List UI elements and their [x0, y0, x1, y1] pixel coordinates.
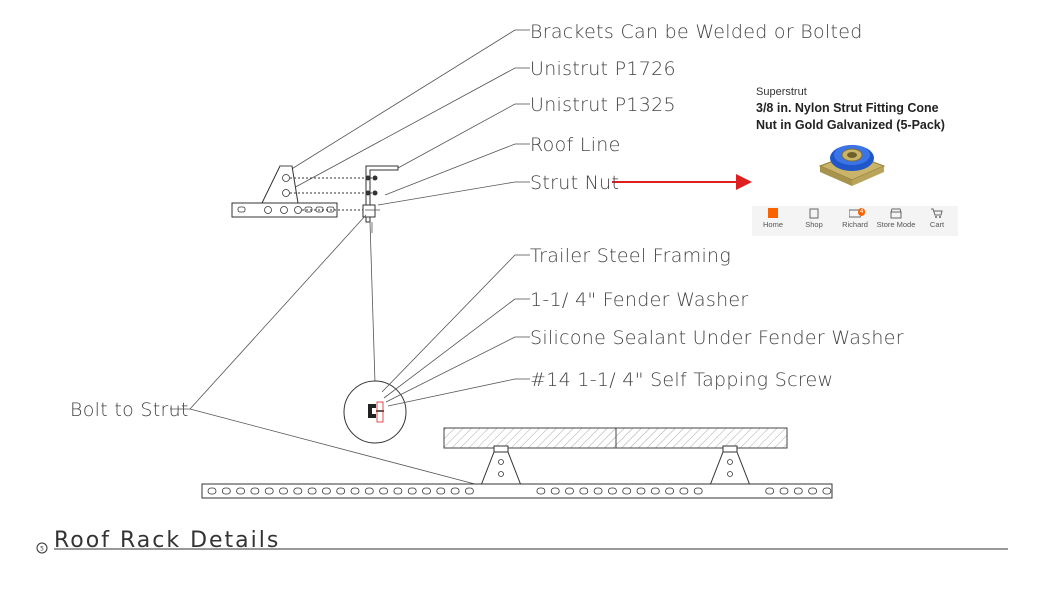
- strut-slot: [622, 487, 632, 495]
- long-strut-channel: [201, 483, 833, 499]
- strut-slot: [407, 487, 417, 495]
- strut-slots: [237, 206, 335, 213]
- trailer-framing-beam: [443, 427, 788, 449]
- nav-shop[interactable]: Shop: [793, 208, 835, 229]
- label-fender-washer: 1-1/ 4" Fender Washer: [530, 289, 749, 311]
- cart-badge: 4: [858, 208, 866, 216]
- strut-slot: [808, 487, 817, 495]
- detail-number: 5: [40, 546, 44, 553]
- strut-slot: [207, 487, 217, 495]
- cart-icon: [931, 208, 943, 218]
- strut-slot: [608, 487, 617, 495]
- label-screw: #14 1-1/ 4" Self Tapping Screw: [530, 369, 833, 391]
- cone-nut-image: [818, 145, 886, 186]
- leader-lines-upper: [289, 29, 530, 206]
- strut-slot: [393, 487, 403, 495]
- strut-slot: [264, 487, 274, 495]
- strut-slot: [250, 487, 260, 495]
- strut-slot: [464, 487, 474, 495]
- strut-slot: [364, 487, 374, 495]
- bolt-to-strut-leaders: [170, 214, 491, 489]
- label-bolt-to-strut: Bolt to Strut: [70, 399, 189, 421]
- store-icon: [890, 208, 902, 219]
- pro-icon: [849, 209, 861, 218]
- strut-slot: [550, 487, 560, 495]
- strut-slot: [379, 487, 389, 495]
- nav-cart[interactable]: Cart: [916, 208, 958, 229]
- strut-slot: [422, 487, 431, 495]
- screw-detail-circle: [343, 380, 407, 444]
- strut-slot: [779, 487, 789, 495]
- bottom-nav: Home Shop 4 Richard Store Mode Cart: [752, 206, 958, 236]
- home-depot-logo-icon: [768, 208, 778, 218]
- shop-icon: [809, 208, 819, 219]
- strut-slot: [350, 487, 360, 495]
- label-trailer-framing: Trailer Steel Framing: [530, 245, 731, 267]
- strut-slot: [336, 487, 346, 495]
- product-title[interactable]: 3/8 in. Nylon Strut Fitting Cone Nut in …: [756, 101, 945, 132]
- strut-slot: [693, 487, 703, 495]
- strut-slot: [650, 487, 660, 495]
- strut-slot: [565, 487, 574, 495]
- strut-slot: [665, 487, 674, 495]
- strut-slot: [279, 487, 288, 495]
- callout-labels: Brackets Can be Welded or Bolted Unistru…: [70, 21, 904, 421]
- strut-slot: [822, 487, 832, 495]
- label-brackets: Brackets Can be Welded or Bolted: [530, 21, 863, 43]
- label-sealant: Silicone Sealant Under Fender Washer: [530, 327, 904, 349]
- nav-store-mode[interactable]: Store Mode: [875, 208, 917, 229]
- product-card[interactable]: Superstrut 3/8 in. Nylon Strut Fitting C…: [752, 80, 958, 236]
- nav-home[interactable]: Home: [752, 208, 794, 229]
- strut-slot: [636, 487, 646, 495]
- strut-slot: [579, 487, 589, 495]
- nav-richard[interactable]: 4 Richard: [842, 208, 868, 229]
- strut-slot: [593, 487, 603, 495]
- strut-slot: [307, 487, 317, 495]
- strut-slot: [236, 487, 246, 495]
- strut-slot: [793, 487, 803, 495]
- strut-slot: [679, 487, 689, 495]
- label-p1726: Unistrut P1726: [530, 58, 676, 80]
- label-p1325: Unistrut P1325: [530, 94, 676, 116]
- strut-slot: [436, 487, 446, 495]
- strut-slot: [293, 487, 303, 495]
- title-block: 5 Roof Rack Details: [36, 528, 1008, 554]
- strut-slot: [321, 487, 331, 495]
- label-roof-line: Roof Line: [530, 134, 621, 156]
- product-brand: Superstrut: [756, 86, 807, 98]
- strut-slot: [536, 487, 546, 495]
- strut-slot: [765, 487, 775, 495]
- strut-slot: [450, 487, 460, 495]
- leader-lines-lower: [381, 254, 530, 407]
- upper-bracket-detail: [231, 165, 399, 233]
- label-strut-nut: Strut Nut: [530, 172, 619, 194]
- strut-slot: [221, 487, 231, 495]
